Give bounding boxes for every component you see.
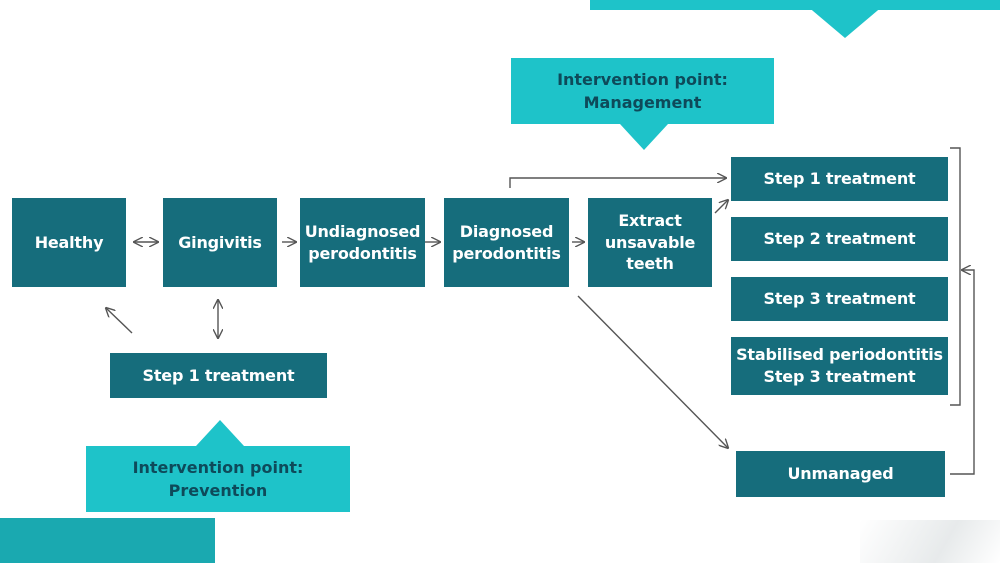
arrow-diagnosed-step1	[509, 178, 726, 188]
node-step1-treatment-prevention: Step 1 treatment	[110, 353, 327, 398]
decorative-banner-bottom-left	[0, 518, 215, 563]
arrow-extract-step1	[714, 200, 728, 214]
node-undiagnosed-periodontitis: Undiagnosed perodontitis	[300, 198, 425, 287]
node-extract-unsavable-teeth: Extract unsavable teeth	[588, 198, 712, 287]
node-healthy: Healthy	[12, 198, 126, 287]
callout-management-pointer	[620, 124, 668, 150]
node-stabilised-periodontitis: Stabilised periodontitis Step 3 treatmen…	[731, 337, 948, 395]
callout-prevention: Intervention point: Prevention	[86, 446, 350, 512]
decorative-notch-top	[800, 0, 890, 38]
node-step2-treatment: Step 2 treatment	[731, 217, 948, 261]
decorative-banner-top	[590, 0, 1000, 10]
node-diagnosed-periodontitis: Diagnosed perodontitis	[444, 198, 569, 287]
arrow-unmanaged-bracket	[950, 270, 975, 475]
arrow-step1-healthy	[106, 308, 133, 334]
callout-management: Intervention point: Management	[511, 58, 774, 124]
decorative-shadow-bottom-right	[860, 520, 1000, 563]
callout-prevention-pointer	[196, 420, 244, 446]
bracket-management	[950, 147, 961, 406]
node-gingivitis: Gingivitis	[163, 198, 277, 287]
node-step1-treatment: Step 1 treatment	[731, 157, 948, 201]
arrow-diagnosed-unmanaged	[577, 295, 728, 448]
node-step3-treatment: Step 3 treatment	[731, 277, 948, 321]
node-unmanaged: Unmanaged	[736, 451, 945, 497]
